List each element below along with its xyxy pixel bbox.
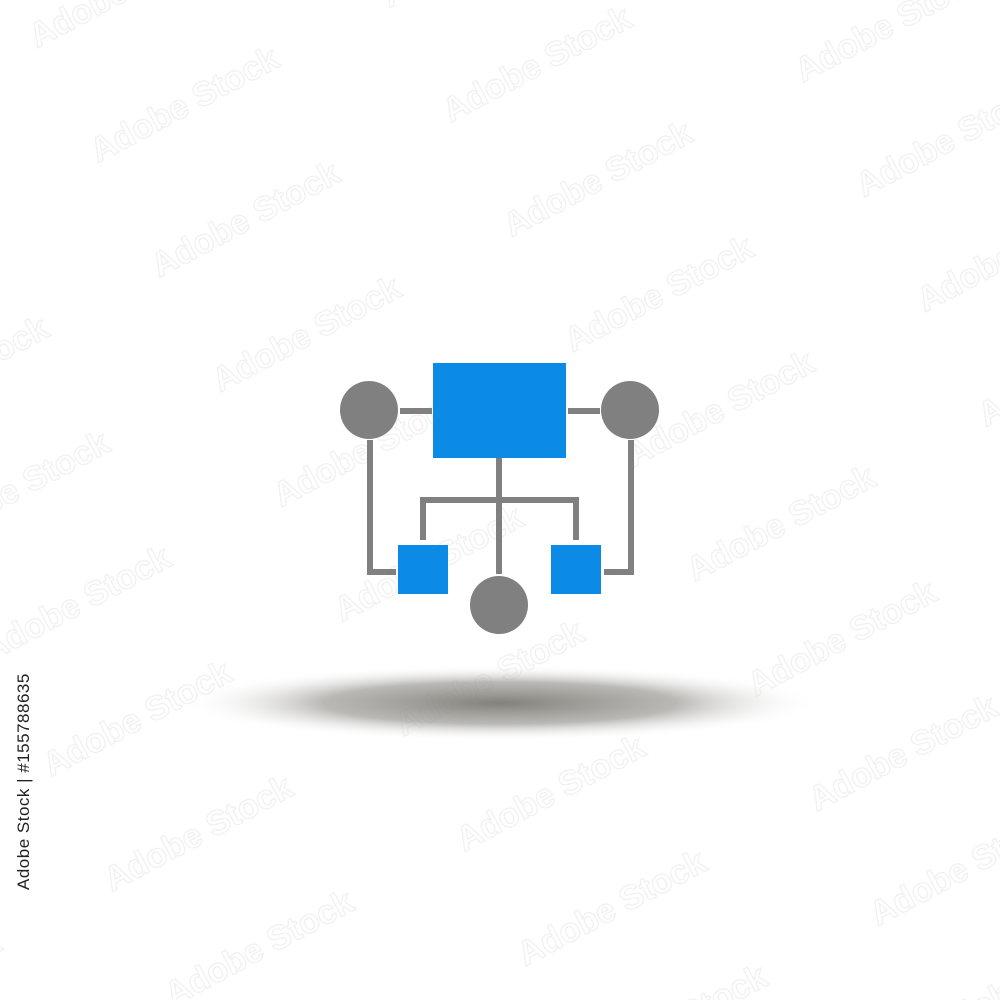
stock-id-label: Adobe Stock | #155788635 xyxy=(14,673,33,890)
main-process-box xyxy=(433,363,566,458)
connector-lines xyxy=(367,408,634,575)
right-node-circle xyxy=(601,381,659,439)
right-child-box xyxy=(551,545,601,594)
left-child-box xyxy=(398,545,448,594)
ground-shadow xyxy=(180,665,820,741)
left-node-circle xyxy=(340,381,398,439)
bottom-node-circle xyxy=(470,576,528,634)
